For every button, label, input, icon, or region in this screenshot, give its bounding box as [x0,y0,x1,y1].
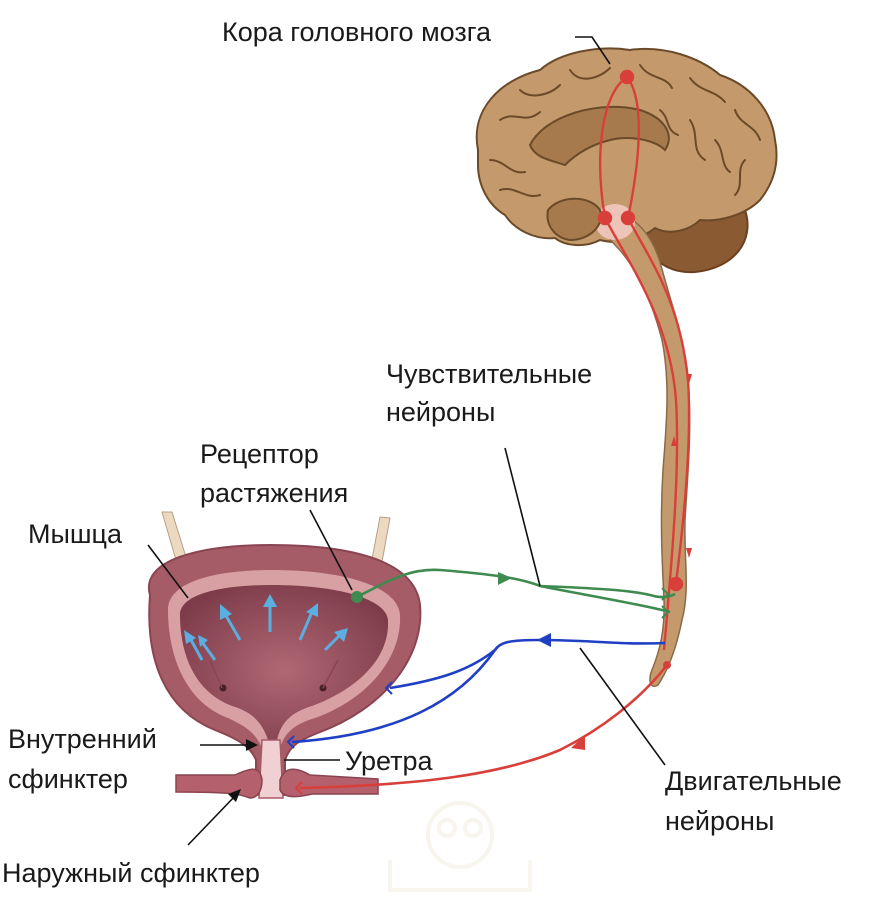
label-muscle: Мышца [28,519,123,549]
labels: Кора головного мозга Чувствительные нейр… [2,17,842,888]
leader-sensory [504,447,541,587]
label-motor-neurons-1: Двигательные [665,766,842,796]
label-internal-sphincter-1: Внутренний [8,724,157,754]
arrow-icon [537,633,551,647]
sensory-neuron [356,568,676,619]
leader-motor [579,647,666,766]
label-internal-sphincter-2: сфинктер [8,764,128,794]
leader-external [187,794,237,846]
bladder [147,511,422,799]
watermark-logo [388,801,532,892]
leader-cortex [575,36,611,65]
label-motor-neurons-2: нейроны [665,806,774,836]
pons-neuron-dot-right [620,210,636,226]
external-sphincter-right [279,768,379,798]
cns-motor-pathway [597,69,692,651]
ureter-right [371,516,391,563]
label-receptor-2: растяжения [200,478,348,508]
spinal-neuron-dot [668,576,684,592]
label-cortex: Кора головного мозга [222,17,492,47]
arrow-icon [228,789,241,802]
arrow-icon [571,735,585,750]
cerebrum [475,47,778,246]
leader-receptor [309,509,353,591]
pons-neuron-dot-left [597,210,613,226]
leader-muscle [147,544,189,599]
arrow-icon [498,572,512,585]
external-sphincter [175,768,263,799]
cortex-neuron-dot [619,69,635,85]
label-urethra: Уретра [345,746,433,776]
label-receptor-1: Рецептор [200,439,319,469]
temporal-lobe [546,197,602,242]
synapse-icon [661,587,670,601]
brain [475,47,778,687]
label-external-sphincter: Наружный сфинктер [2,858,260,888]
arrow-icon [246,739,258,751]
synapse-icon [661,605,670,619]
leader-lines [147,36,666,846]
arrow-icon [686,548,692,558]
autonomic-motor-neuron [286,633,666,749]
label-sensory-neurons-2: нейроны [386,397,495,427]
synapse-icon [286,735,295,749]
ureter-left [161,511,187,561]
arrow-icon [686,374,692,384]
motor-neuron-dot [663,661,671,669]
corpus-callosum [528,106,670,167]
synapse-icon [384,681,393,695]
arrow-icon [671,436,677,446]
stretch-arrows [184,594,348,661]
brain-gyri [489,64,761,198]
label-sensory-neurons-1: Чувствительные [386,359,592,389]
somatic-motor-neuron [294,661,671,795]
synapse-icon [294,781,303,795]
